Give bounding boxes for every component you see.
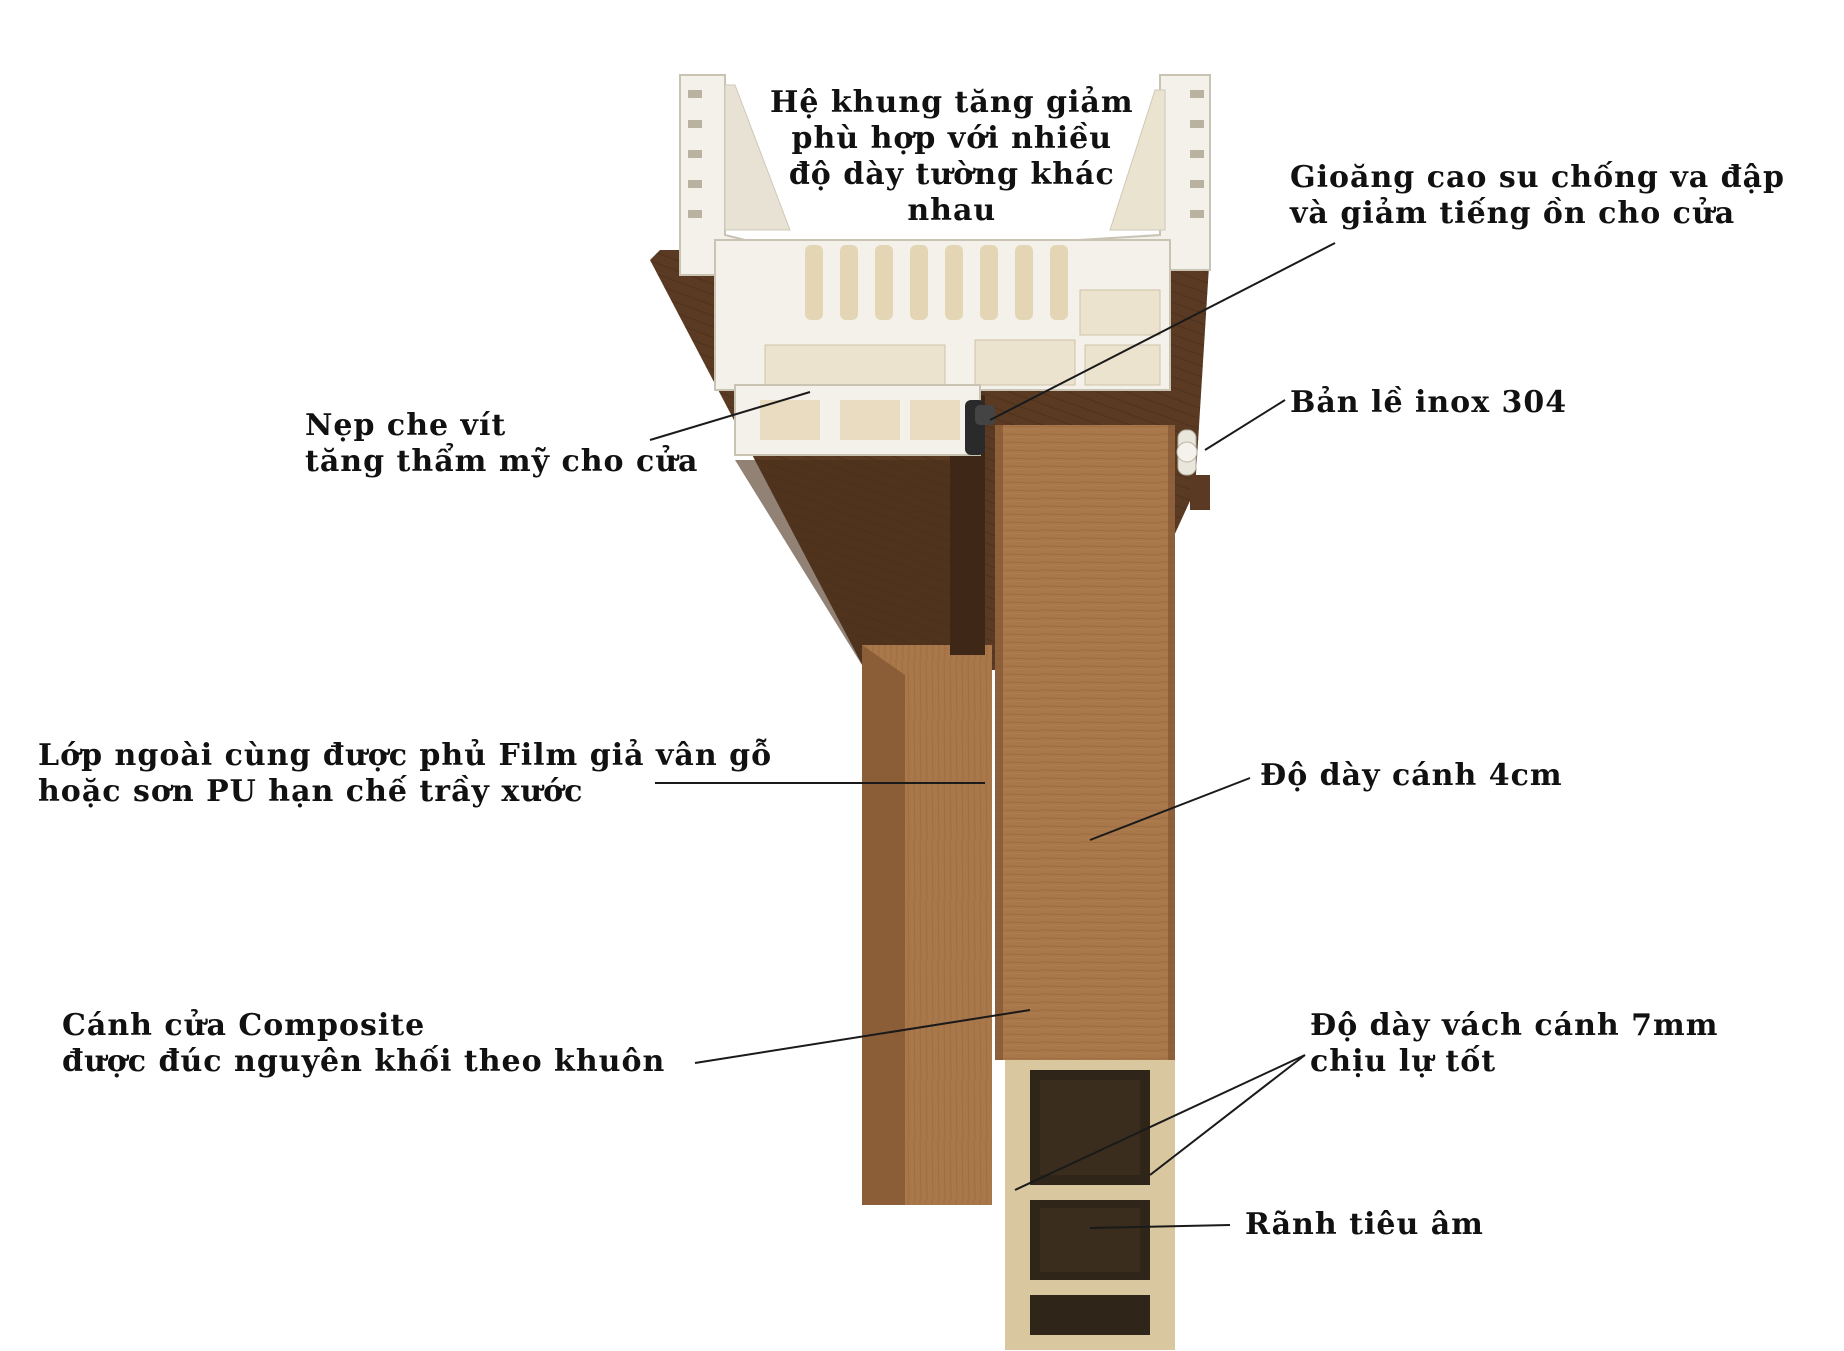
label-hinge: Bản lề inox 304 bbox=[1290, 385, 1568, 420]
label-composite-leaf: Cánh cửa Composite được đúc nguyên khối … bbox=[62, 1008, 666, 1079]
leader-line-composite-leaf bbox=[694, 1009, 1031, 1064]
label-wall-thickness: Độ dày vách cánh 7mm chịu lự tốt bbox=[1310, 1008, 1719, 1079]
leader-line-hinge bbox=[1204, 399, 1286, 451]
leader-line-gasket bbox=[989, 242, 1336, 421]
adjustable-frame-profiles bbox=[679, 74, 1211, 401]
label-outer-layer: Lớp ngoài cùng được phủ Film giả vân gỗ … bbox=[38, 738, 773, 809]
leader-line-wall-b bbox=[1149, 1054, 1306, 1176]
leader-line-screw-cover bbox=[649, 391, 811, 441]
hinge bbox=[1176, 429, 1210, 510]
label-frame-system: Hệ khung tăng giảm phù hợp với nhiều độ … bbox=[770, 85, 1134, 228]
label-sound-groove: Rãnh tiêu âm bbox=[1245, 1207, 1484, 1242]
label-screw-cover: Nẹp che vít tăng thẩm mỹ cho cửa bbox=[305, 408, 699, 479]
label-rubber-gasket: Gioăng cao su chống va đập và giảm tiếng… bbox=[1290, 160, 1786, 231]
leader-lines bbox=[649, 242, 1336, 1229]
leader-line-sound-groove bbox=[1089, 1224, 1231, 1229]
door-leaf bbox=[995, 425, 1175, 1060]
leader-line-leaf-thickness bbox=[1089, 777, 1251, 841]
leader-line-wall-a bbox=[1014, 1054, 1306, 1191]
leaf-core-section bbox=[1005, 1060, 1175, 1350]
label-leaf-thickness: Độ dày cánh 4cm bbox=[1260, 758, 1563, 793]
screw-cover-strip bbox=[734, 384, 981, 456]
